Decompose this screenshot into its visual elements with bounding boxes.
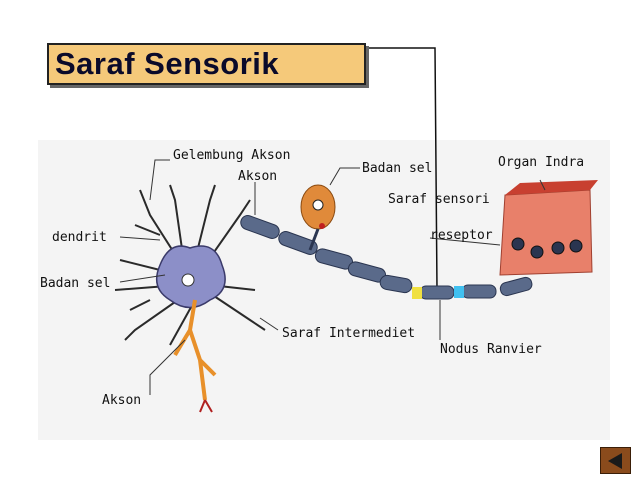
back-button[interactable] <box>600 447 631 474</box>
organ-indra-top <box>505 180 598 195</box>
triangle-left-icon <box>608 453 622 469</box>
label-akson-bottom: Akson <box>102 393 141 408</box>
title-connector-line <box>368 47 438 291</box>
cell-body-dot <box>319 223 325 229</box>
leader-lines <box>119 159 546 395</box>
label-dendrit: dendrit <box>52 230 107 245</box>
nodus-ranvier-1 <box>412 287 422 299</box>
label-saraf-intermediet: Saraf Intermediet <box>282 326 415 341</box>
nucleus <box>181 273 195 287</box>
label-nodus-ranvier: Nodus Ranvier <box>440 342 542 357</box>
label-reseptor: reseptor <box>430 228 493 243</box>
label-akson-top: Akson <box>238 169 277 184</box>
label-saraf-sensori: Saraf sensori <box>388 192 490 207</box>
nucleus-sensory <box>312 199 324 211</box>
label-badan-sel-mid: Badan sel <box>362 161 432 176</box>
label-badan-sel-left: Badan sel <box>40 276 110 291</box>
sensory-stalk <box>308 228 320 251</box>
nodus-ranvier-2 <box>454 286 464 298</box>
title-box: Saraf Sensorik <box>47 43 366 85</box>
axon-segments <box>240 215 547 300</box>
organ-indra-block <box>499 189 593 276</box>
label-organ-indra: Organ Indra <box>498 155 584 170</box>
receptors <box>511 237 583 259</box>
page-title: Saraf Sensorik <box>55 46 280 81</box>
axon-terminal <box>199 399 213 413</box>
label-gelembung-akson: Gelembung Akson <box>173 148 290 163</box>
